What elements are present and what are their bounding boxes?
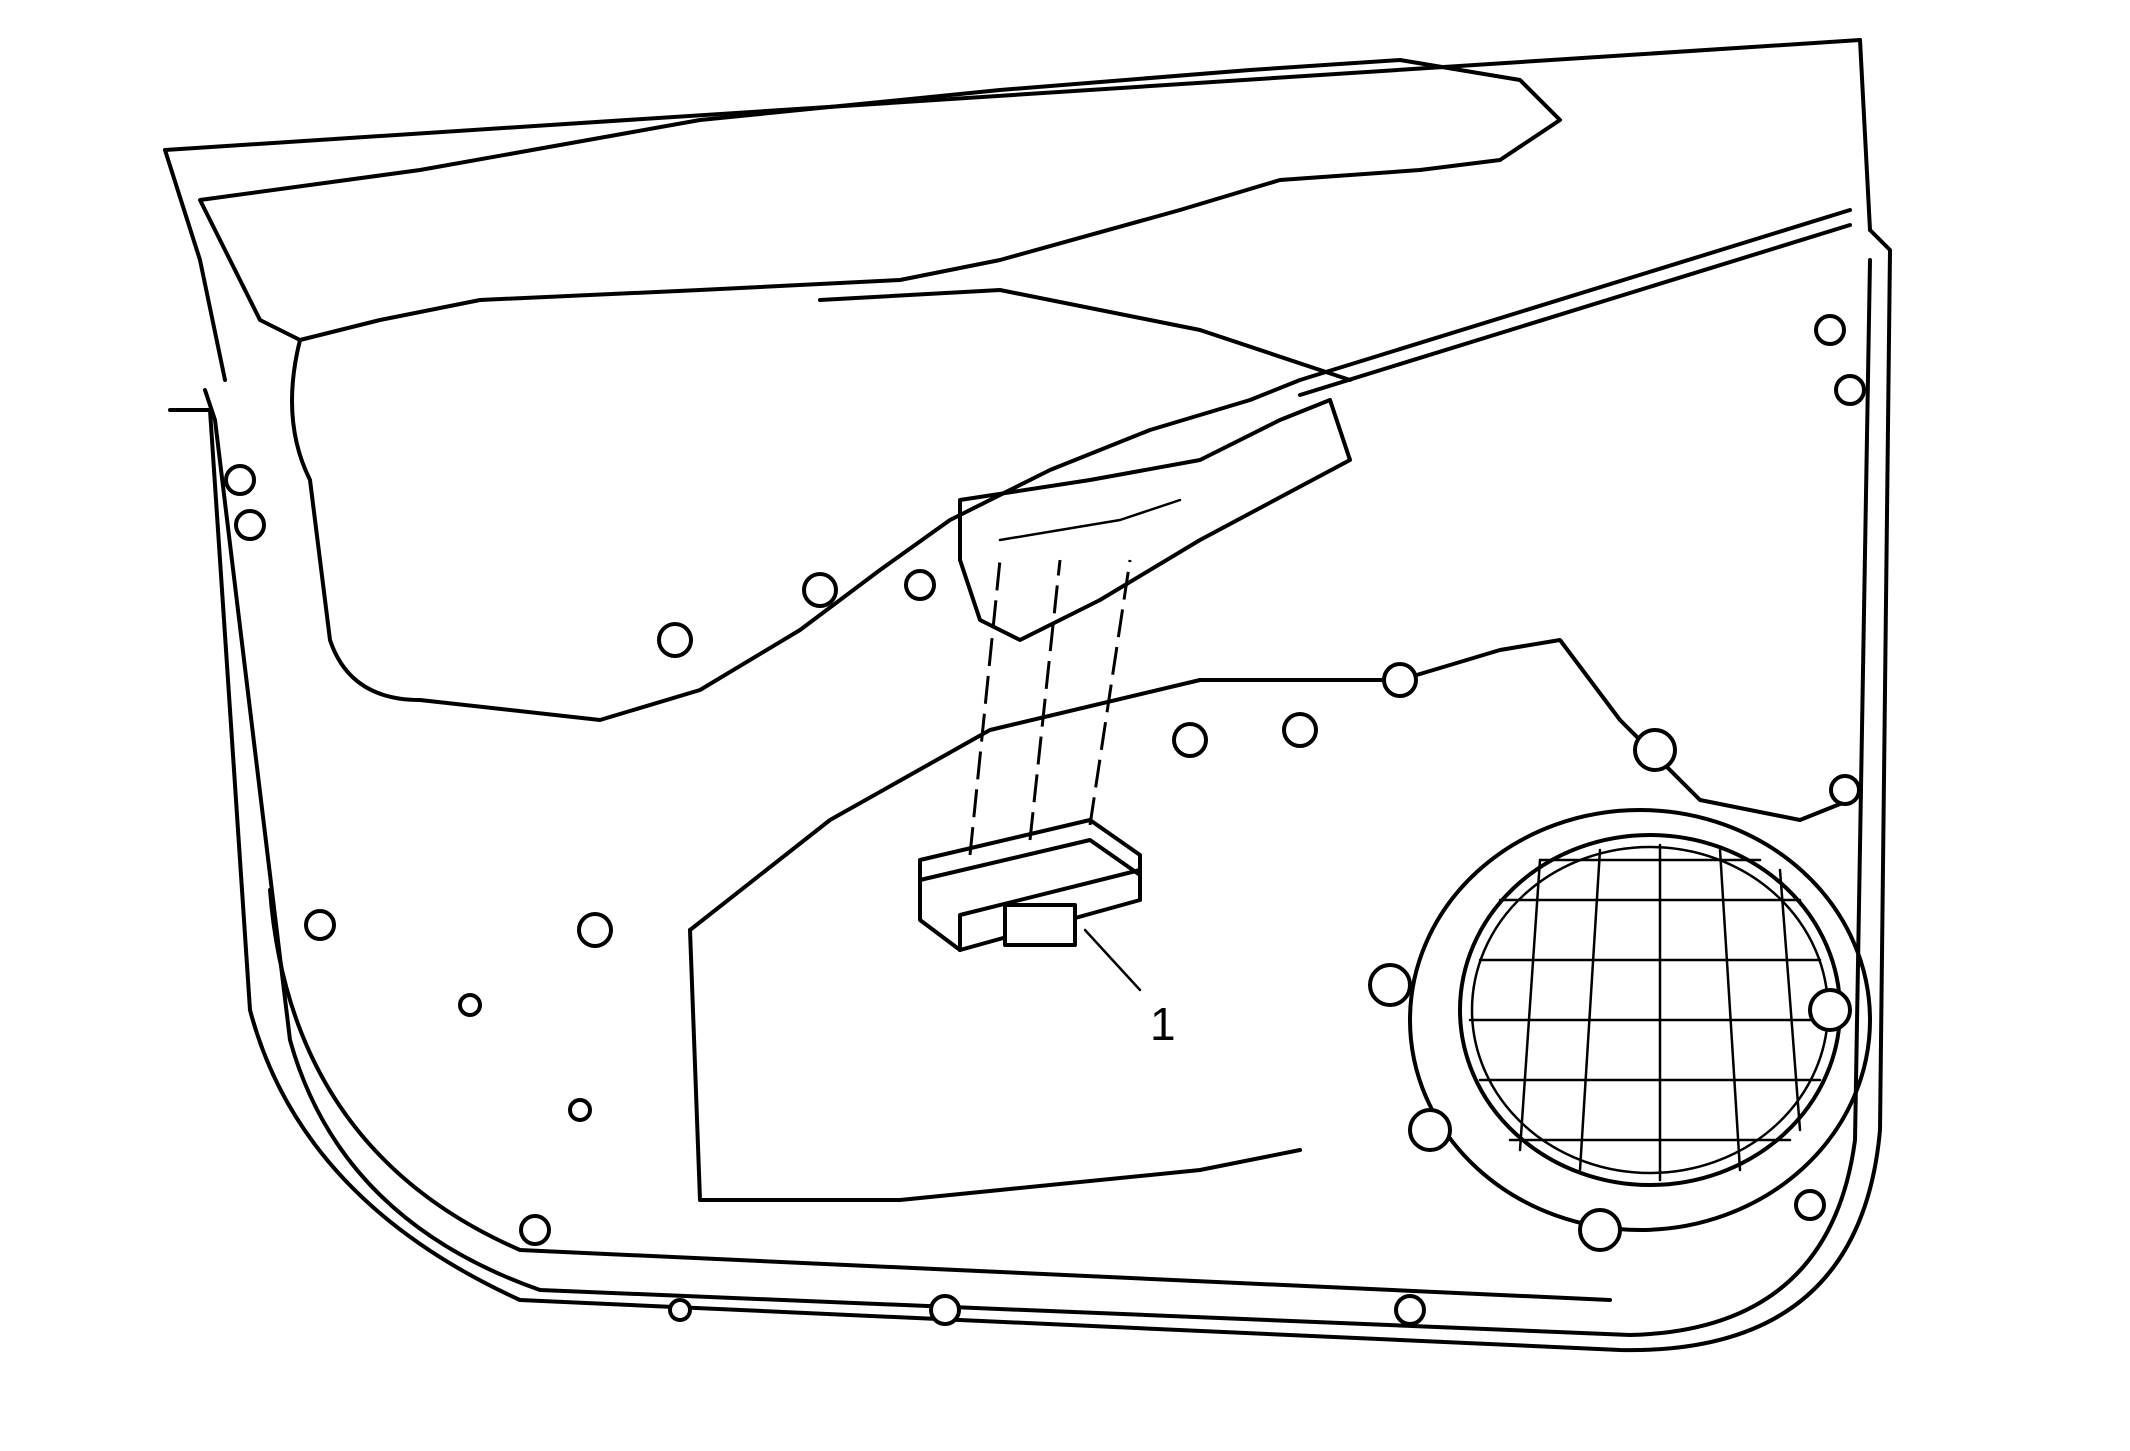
window-switch-assembly <box>918 559 1142 952</box>
speaker-grille <box>1368 728 1872 1252</box>
callout-1-label: 1 <box>1150 998 1176 1050</box>
callout-1-leader <box>1083 928 1142 992</box>
door-trim-panel <box>163 38 1892 1353</box>
lower-panel <box>688 638 1852 1202</box>
callout-1: 1 <box>1083 928 1176 1050</box>
armrest-bezel <box>958 398 1352 642</box>
upper-mounting-bracket <box>198 58 1852 722</box>
fasteners <box>224 314 1866 1326</box>
